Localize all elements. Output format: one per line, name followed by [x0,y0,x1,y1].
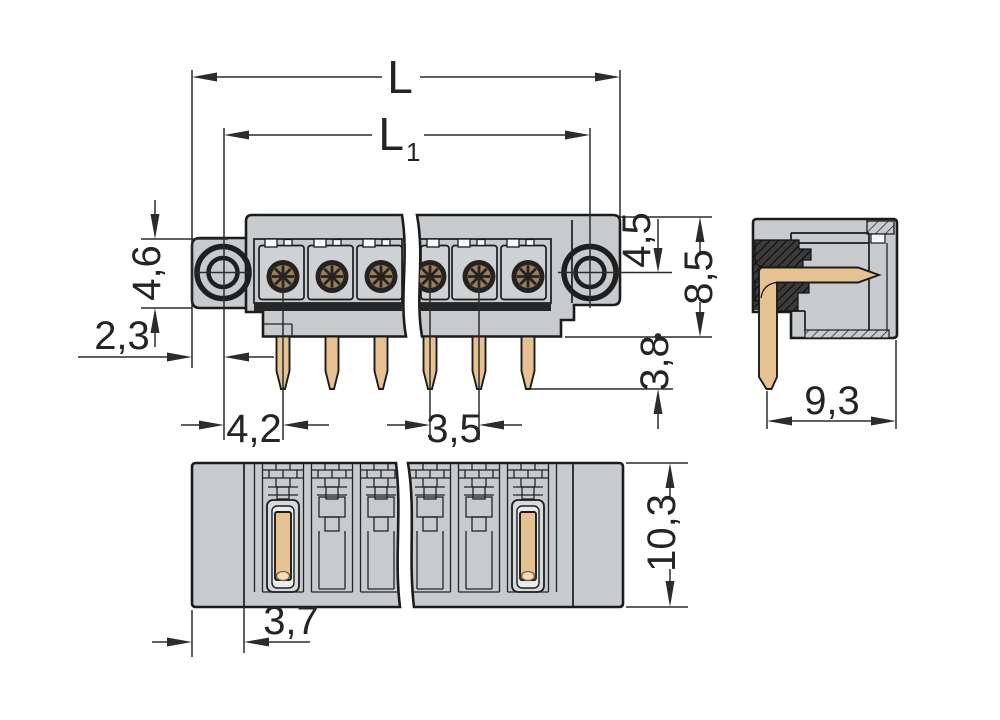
side-view [751,217,899,390]
slot-pin [519,511,537,581]
coding-tab [264,238,278,248]
center-key [521,486,535,500]
pin-bend-line [760,281,778,299]
bottom-view [190,461,625,609]
solder-pin [373,335,389,390]
pin-contact [364,260,398,293]
coding-tab [525,238,535,247]
dim-label-pin-row-length: L [378,108,404,160]
pin-contact [315,260,349,293]
dim-edge-to-first-slot: 3,7 [152,599,319,647]
dim-pin-row-length: L 1 [224,108,590,167]
empty-pocket-lip [324,516,340,532]
base-hatch-strip [804,329,890,339]
bottom-slot-unit [408,463,452,593]
dim-label-flange-thickness: 4,6 [125,245,169,301]
dim-flange-thickness: 4,6 [125,200,169,347]
dim-label-side-depth: 9,3 [804,379,860,423]
slot-pin-end [275,570,291,582]
dim-side-depth: 9,3 [767,379,896,426]
pin-contact [462,260,496,293]
dim-label-pin-pitch: 3,5 [426,407,482,451]
center-key [325,486,339,500]
coding-tab [476,238,486,247]
dim-label-housing-height: 8,5 [677,249,721,305]
center-key [472,486,486,500]
solder-pins [275,335,536,390]
bottom-slot-unit [310,463,354,593]
pin-cells [258,238,547,301]
pin-contact [511,260,545,293]
dim-hole-to-first-pin: 4,2 [181,407,329,451]
dim-pin-pitch: 3,5 [387,407,522,451]
dim-edge-to-hole: 2,3 [78,314,274,362]
dim-label-hole-to-first-pin: 4,2 [226,407,282,451]
side-latch-hatch [866,220,895,235]
dim-dot-terminator [654,333,662,340]
dim-label-pin-protrusion: 3,8 [633,335,677,391]
bottom-slot-unit [506,463,550,593]
bottom-slot-unit [457,463,501,593]
coding-tab [381,238,391,247]
dim-top-to-hole: 4,5 [615,212,663,273]
coding-tab [426,238,440,248]
dim-pin-protrusion: 3,8 [633,333,677,429]
dim-label-bottom-height: 10,3 [640,494,684,572]
coding-tab [313,238,327,248]
pin-contact [413,260,447,293]
right-angle-pin [758,266,882,390]
center-key [423,486,437,500]
solder-pin [324,335,340,390]
dim-label-top-to-hole: 4,5 [615,212,659,268]
dim-label-edge-to-hole: 2,3 [94,314,150,358]
face-shadow-strip [254,303,402,311]
dim-housing-height: 8,5 [677,217,721,337]
solder-pin [520,335,536,390]
plug-face-details [253,238,552,311]
face-shadow-strip [419,303,551,311]
bottom-slot-unit [261,463,305,593]
extension-lines [141,70,897,657]
side-latch-notch [870,233,886,244]
coding-tab [332,238,342,247]
dim-bottom-height: 10,3 [640,463,684,607]
dim-overall-length: L [192,51,620,103]
bottom-slot-details [243,463,574,606]
center-key [374,486,388,500]
empty-pocket-lip [471,516,487,532]
empty-pocket-lip [373,516,389,532]
coding-tab [457,238,471,248]
dim-label-overall-length: L [387,51,413,103]
bottom-slot-unit [359,463,403,593]
slot-pin-end [520,570,536,582]
front-view [190,213,622,390]
empty-pocket-lip [422,516,438,532]
coding-tab [283,238,293,247]
slot-pin [274,511,292,581]
coding-tab [506,238,520,248]
dim-label-edge-to-first-slot: 3,7 [263,599,319,643]
dim-label-pin-row-length-sub: 1 [406,137,420,167]
center-key [276,486,290,500]
coding-tab [362,238,376,248]
